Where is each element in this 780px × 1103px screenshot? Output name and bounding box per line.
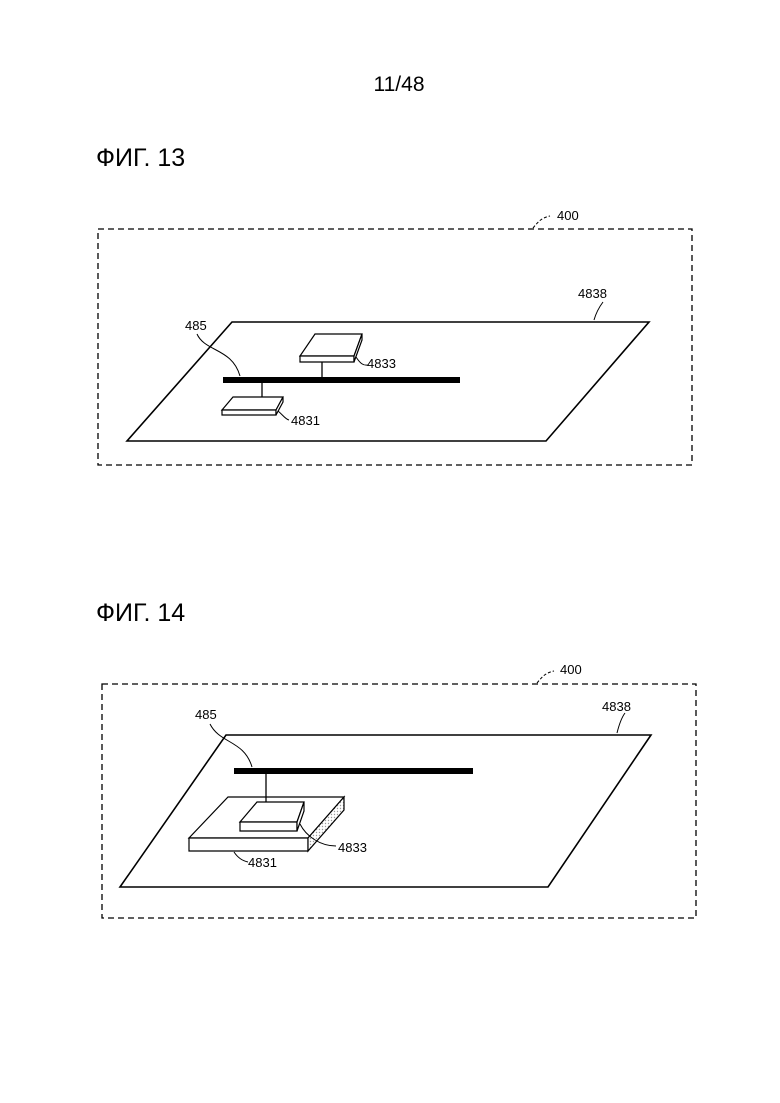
chip-upper	[300, 334, 362, 377]
board-label: 4838	[602, 699, 631, 714]
wiring-leader	[210, 724, 252, 767]
device-label: 400	[560, 662, 582, 677]
substrate-label: 4831	[248, 855, 277, 870]
chip-lower-label: 4831	[291, 413, 320, 428]
device-outline	[98, 229, 692, 465]
chip-stacked-label: 4833	[338, 840, 367, 855]
board-leader	[594, 302, 603, 320]
wiring-label: 485	[185, 318, 207, 333]
wiring-bar	[223, 377, 460, 383]
device-leader	[533, 216, 550, 228]
chip-lower	[222, 383, 283, 415]
device-leader	[537, 671, 554, 683]
wiring-bar	[234, 768, 473, 774]
substrate-leader	[234, 852, 248, 862]
chip-lower-leader	[278, 411, 289, 420]
board-leader	[617, 713, 625, 733]
board-label: 4838	[578, 286, 607, 301]
figure-13: ФИГ. 13 400 4838 485 4833 4831	[96, 144, 692, 465]
board	[120, 735, 651, 887]
wiring-label: 485	[195, 707, 217, 722]
figure-13-caption: ФИГ. 13	[96, 144, 185, 172]
figure-14-caption: ФИГ. 14	[96, 599, 185, 627]
page-number: 11/48	[374, 73, 425, 96]
device-label: 400	[557, 208, 579, 223]
figure-14: ФИГ. 14 400 4838 485 4831 4833	[96, 599, 696, 918]
chip-upper-label: 4833	[367, 356, 396, 371]
